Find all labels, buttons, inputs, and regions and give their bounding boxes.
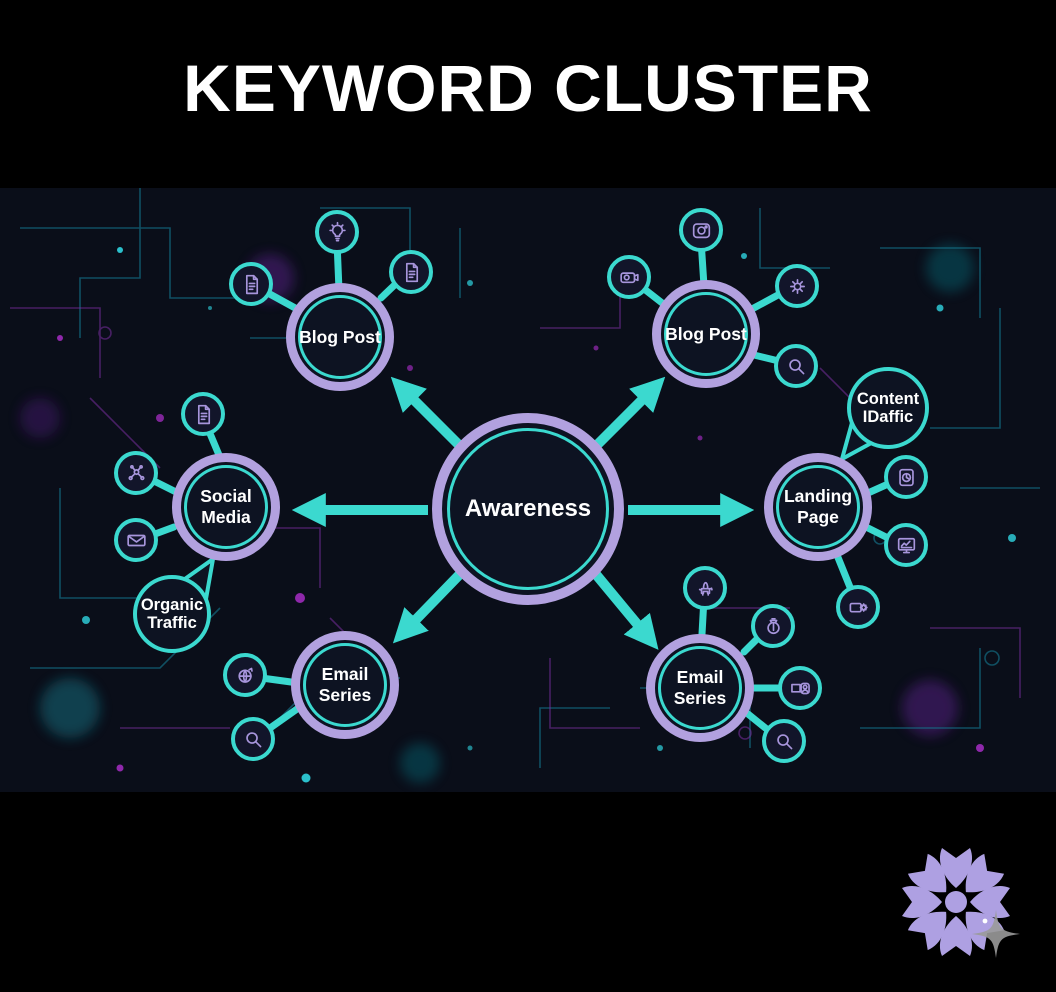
node-label: Landing Page xyxy=(783,486,853,527)
satellite xyxy=(223,653,267,697)
globe-flag-icon xyxy=(233,663,258,688)
satellite xyxy=(762,719,806,763)
node-label: Blog Post xyxy=(665,323,747,344)
satellite xyxy=(181,392,225,436)
video-camera-icon xyxy=(617,265,642,290)
document-icon xyxy=(191,402,216,427)
node-blog-post-top-right: Blog Post xyxy=(652,280,760,388)
sparkle-icon xyxy=(972,910,1020,958)
satellite xyxy=(884,523,928,567)
satellite xyxy=(229,262,273,306)
node-label: Awareness xyxy=(464,494,592,522)
money-bag-icon xyxy=(761,614,786,639)
pinata-icon xyxy=(693,576,718,601)
share-network-icon xyxy=(124,461,149,486)
satellite xyxy=(315,210,359,254)
satellite xyxy=(751,604,795,648)
node-label: Email Series xyxy=(318,664,372,705)
lightbulb-icon xyxy=(325,220,350,245)
satellite xyxy=(683,566,727,610)
video-chat-icon xyxy=(788,676,813,701)
monitor-chart-icon xyxy=(894,533,919,558)
clock-icon xyxy=(894,465,919,490)
satellite xyxy=(778,666,822,710)
satellite xyxy=(114,518,158,562)
bubble-content-traffic: Content IDaffic xyxy=(847,367,929,449)
magnifier-icon xyxy=(772,729,797,754)
satellite xyxy=(836,585,880,629)
node-email-series-bottom-left: Email Series xyxy=(291,631,399,739)
satellite xyxy=(231,717,275,761)
document-icon xyxy=(399,260,424,285)
document-icon xyxy=(239,272,264,297)
satellite xyxy=(607,255,651,299)
satellite xyxy=(884,455,928,499)
satellite xyxy=(114,451,158,495)
node-label: Social Media xyxy=(200,486,252,527)
satellite xyxy=(389,250,433,294)
node-email-series-bottom-right: Email Series xyxy=(646,634,754,742)
node-social-media: Social Media xyxy=(172,453,280,561)
satellite xyxy=(774,344,818,388)
flower-logo xyxy=(902,848,1020,958)
satellite xyxy=(679,208,723,252)
node-landing-page: Landing Page xyxy=(764,453,872,561)
node-awareness: Awareness xyxy=(432,413,624,605)
magnifier-icon xyxy=(241,727,266,752)
page-title: KEYWORD CLUSTER xyxy=(183,51,873,125)
node-label: Email Series xyxy=(673,667,727,708)
magnifier-icon xyxy=(784,354,809,379)
satellite xyxy=(775,264,819,308)
gear-icon xyxy=(785,274,810,299)
bubble-label: Organic Traffic xyxy=(140,595,204,632)
bubble-label: Content IDaffic xyxy=(856,389,920,426)
device-gear-icon xyxy=(846,595,871,620)
node-blog-post-top-left: Blog Post xyxy=(286,283,394,391)
photo-camera-icon xyxy=(689,218,714,243)
bubble-organic-traffic: Organic Traffic xyxy=(133,575,211,653)
envelope-icon xyxy=(124,528,149,553)
node-label: Blog Post xyxy=(299,326,381,347)
